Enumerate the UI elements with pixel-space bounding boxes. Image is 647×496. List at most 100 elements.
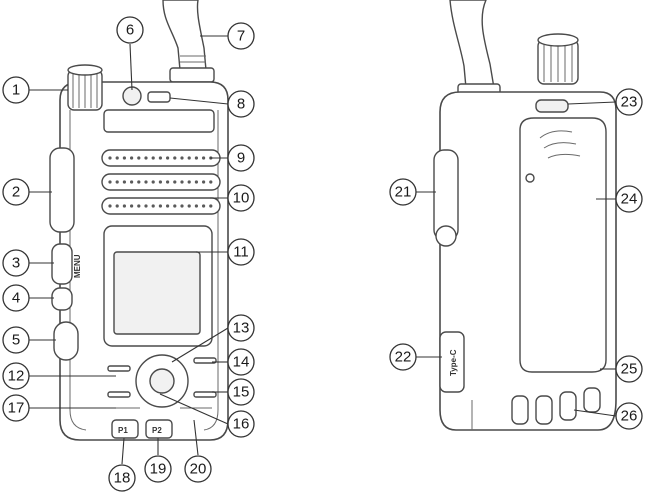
svg-text:25: 25 bbox=[621, 361, 638, 378]
type-c-label: Type-C bbox=[449, 349, 458, 376]
svg-text:20: 20 bbox=[190, 461, 207, 478]
svg-text:17: 17 bbox=[8, 400, 25, 417]
front-antenna bbox=[162, 0, 207, 71]
back-view-radio: Type-C bbox=[433, 0, 617, 431]
callout-1: 1 bbox=[2, 76, 30, 104]
svg-text:16: 16 bbox=[233, 416, 250, 433]
svg-text:5: 5 bbox=[12, 332, 20, 349]
speaker-hole bbox=[137, 180, 141, 184]
svg-text:3: 3 bbox=[12, 255, 20, 272]
svg-text:6: 6 bbox=[126, 22, 134, 39]
speaker-hole bbox=[122, 204, 126, 208]
callout-26: 26 bbox=[615, 402, 643, 430]
front-view-radio: MENU P1 P2 bbox=[49, 0, 229, 441]
callout-7: 7 bbox=[227, 22, 255, 50]
speaker-hole bbox=[187, 180, 191, 184]
svg-text:11: 11 bbox=[233, 244, 249, 261]
callout-6: 6 bbox=[116, 16, 144, 44]
p1-label: P1 bbox=[118, 426, 128, 435]
speaker-hole bbox=[115, 180, 119, 184]
speaker-hole bbox=[108, 180, 112, 184]
side-key-round bbox=[53, 321, 79, 361]
speaker-hole bbox=[209, 180, 213, 184]
speaker-hole bbox=[158, 204, 162, 208]
callout-11: 11 bbox=[227, 238, 255, 266]
type-c-cover bbox=[439, 331, 465, 393]
speaker-hole bbox=[122, 180, 126, 184]
callout-18: 18 bbox=[108, 464, 136, 492]
speaker-hole bbox=[158, 180, 162, 184]
callout-9: 9 bbox=[227, 144, 255, 172]
display-screen bbox=[113, 251, 201, 335]
callout-19: 19 bbox=[144, 455, 172, 483]
speaker-hole bbox=[173, 156, 177, 160]
callout-4: 4 bbox=[2, 284, 30, 312]
speaker-hole bbox=[137, 204, 141, 208]
svg-text:21: 21 bbox=[395, 184, 412, 201]
battery-contacts bbox=[511, 387, 601, 425]
speaker-hole bbox=[122, 156, 126, 160]
speaker-hole bbox=[194, 180, 198, 184]
leader-lines bbox=[28, 35, 617, 465]
svg-text:7: 7 bbox=[237, 28, 245, 45]
svg-text:13: 13 bbox=[233, 320, 250, 337]
back-knob bbox=[537, 33, 579, 85]
menu-label: MENU bbox=[73, 254, 82, 278]
speaker-hole bbox=[115, 156, 119, 160]
callout-15: 15 bbox=[227, 378, 255, 406]
callout-5: 5 bbox=[2, 326, 30, 354]
speaker-hole bbox=[187, 204, 191, 208]
callout-23: 23 bbox=[615, 88, 643, 116]
back-antenna bbox=[449, 0, 495, 89]
speaker-hole bbox=[137, 156, 141, 160]
speaker-hole bbox=[144, 180, 148, 184]
speaker-hole bbox=[202, 156, 206, 160]
speaker-hole bbox=[151, 180, 155, 184]
speaker-hole bbox=[209, 204, 213, 208]
keypad bbox=[107, 354, 217, 409]
callout-14: 14 bbox=[227, 348, 255, 376]
callout-21: 21 bbox=[389, 178, 417, 206]
callout-12: 12 bbox=[2, 362, 30, 390]
speaker-grille bbox=[101, 149, 221, 215]
callout-13: 13 bbox=[227, 314, 255, 342]
side-key-upper bbox=[51, 243, 73, 285]
svg-text:18: 18 bbox=[114, 470, 131, 487]
front-knob bbox=[67, 64, 103, 111]
svg-text:12: 12 bbox=[8, 368, 25, 385]
svg-text:24: 24 bbox=[621, 191, 638, 208]
svg-text:9: 9 bbox=[237, 150, 245, 167]
speaker-hole bbox=[173, 180, 177, 184]
svg-text:23: 23 bbox=[621, 94, 638, 111]
speaker-hole bbox=[180, 180, 184, 184]
speaker-hole bbox=[130, 180, 134, 184]
speaker-hole bbox=[158, 156, 162, 160]
svg-text:1: 1 bbox=[12, 82, 20, 99]
callout-17: 17 bbox=[2, 394, 30, 422]
side-key-lower bbox=[51, 287, 73, 311]
speaker-hole bbox=[202, 204, 206, 208]
svg-text:19: 19 bbox=[150, 461, 167, 478]
speaker-hole bbox=[108, 156, 112, 160]
callout-20: 20 bbox=[184, 455, 212, 483]
callout-24: 24 bbox=[615, 185, 643, 213]
speaker-hole bbox=[144, 204, 148, 208]
speaker-hole bbox=[180, 204, 184, 208]
speaker-hole bbox=[115, 204, 119, 208]
svg-text:22: 22 bbox=[395, 349, 412, 366]
speaker-hole bbox=[108, 204, 112, 208]
speaker-hole bbox=[130, 204, 134, 208]
speaker-hole bbox=[187, 156, 191, 160]
speaker-hole bbox=[166, 180, 170, 184]
callout-10: 10 bbox=[227, 184, 255, 212]
callout-8: 8 bbox=[227, 90, 255, 118]
p2-label: P2 bbox=[152, 426, 162, 435]
svg-text:4: 4 bbox=[12, 290, 20, 307]
svg-text:8: 8 bbox=[237, 96, 245, 113]
speaker-hole bbox=[194, 204, 198, 208]
side-ptt-key bbox=[49, 147, 75, 233]
callout-3: 3 bbox=[2, 249, 30, 277]
speaker-hole bbox=[194, 156, 198, 160]
